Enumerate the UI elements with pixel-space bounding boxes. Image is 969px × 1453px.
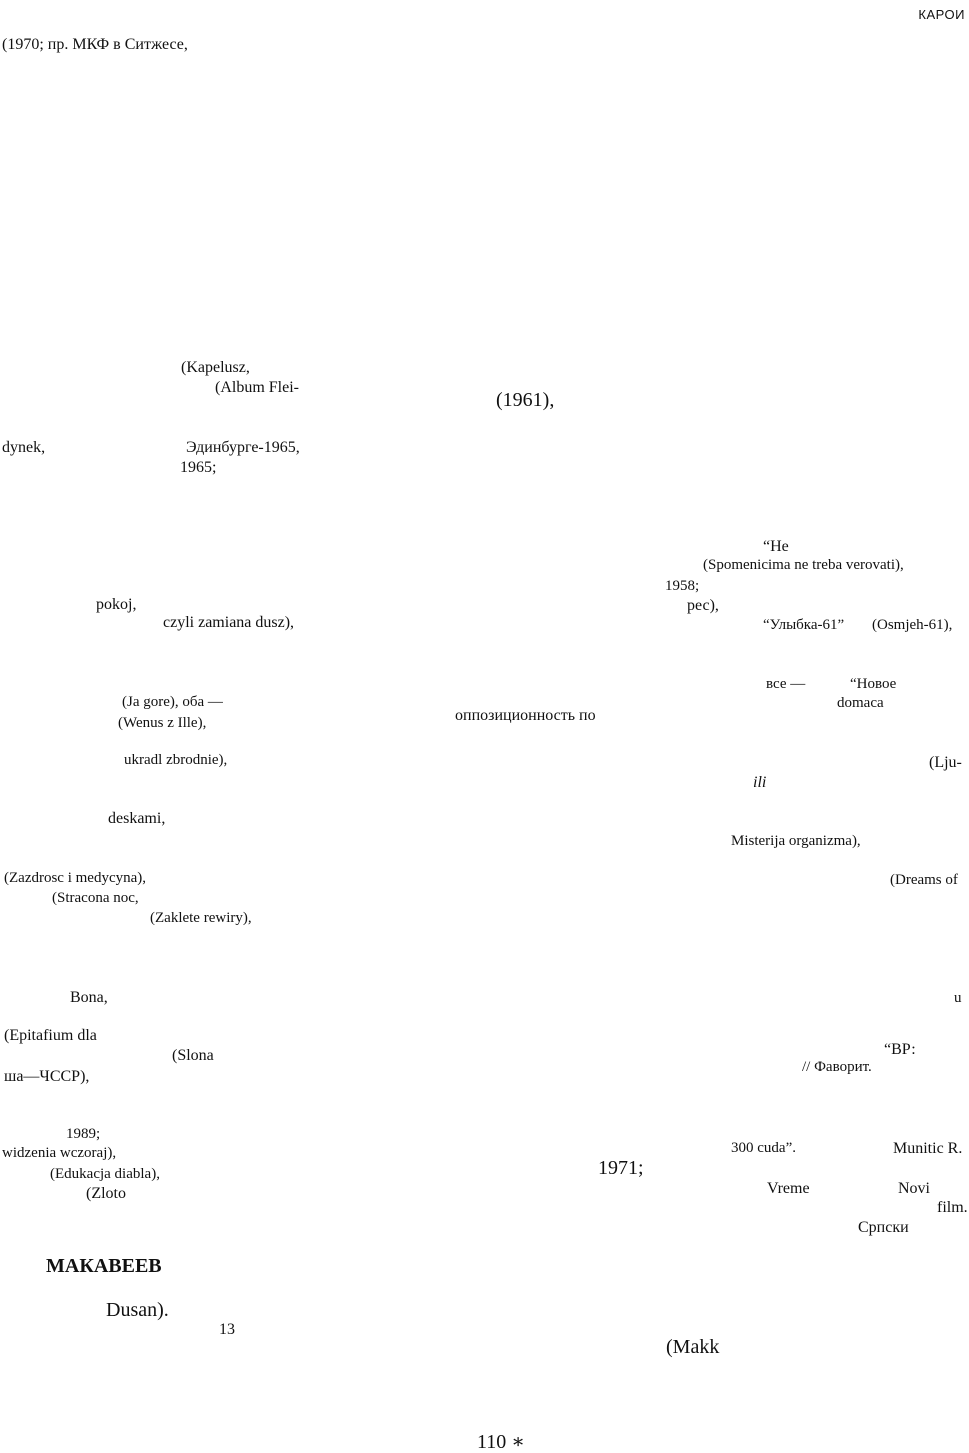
right-text-line: рес), xyxy=(687,597,719,614)
left-text-line: Эдинбурге-1965, xyxy=(186,439,300,456)
left-text-line: ша—ЧССР), xyxy=(4,1068,90,1085)
right-text-line: “ВР: xyxy=(884,1041,916,1058)
left-text-line: (Zaklete rewiry), xyxy=(150,910,252,926)
middle-text-line: оппозиционность по xyxy=(455,707,596,724)
right-text-line: Munitic R. xyxy=(893,1140,963,1157)
right-text-line: ili xyxy=(753,774,767,791)
right-text-line: 1958; xyxy=(665,578,700,594)
left-text-line: (Kapelusz, xyxy=(181,359,250,376)
right-text-line: “Не xyxy=(763,538,789,555)
left-text-line: pokoj, xyxy=(96,596,137,613)
left-text-line: (Ja gore), оба — xyxy=(122,694,223,710)
middle-text-line: 1971; xyxy=(598,1157,644,1179)
left-text-line: Bona, xyxy=(70,989,108,1006)
section-heading: МАКАВЕЕВ xyxy=(46,1255,162,1277)
left-text-line: dynek, xyxy=(2,439,46,456)
left-text-line: (Stracona noc, xyxy=(52,890,139,906)
right-text-line: Misterija organizma), xyxy=(731,833,861,849)
page-number: 110 ∗ xyxy=(477,1431,525,1453)
left-text-line: czyli zamiana dusz), xyxy=(163,614,295,631)
left-text-line: 13 xyxy=(219,1321,235,1338)
right-text-line: “Новое xyxy=(850,676,897,692)
left-text-line: widzenia wczoraj), xyxy=(2,1145,117,1161)
left-text-line: (Edukacja diabla), xyxy=(50,1166,160,1182)
left-text-line: (Zloto xyxy=(86,1185,126,1202)
left-text-line: (Slona xyxy=(172,1047,214,1064)
left-text-line: (Epitafium dla xyxy=(4,1027,97,1044)
right-text-line: u xyxy=(954,990,962,1006)
left-text-line: deskami, xyxy=(108,810,166,827)
left-text-line: Dusan). xyxy=(106,1299,169,1321)
right-text-line: Српски xyxy=(858,1219,909,1236)
right-text-line: (Lju- xyxy=(929,754,962,771)
right-text-line: Vreme xyxy=(767,1180,810,1197)
left-text-line: 1989; xyxy=(66,1126,101,1142)
right-text-line: 300 cuda”. xyxy=(731,1140,796,1156)
right-text-line: Novi xyxy=(898,1180,930,1197)
right-text-line: // Фаворит. xyxy=(802,1059,872,1075)
left-text-line: 1965; xyxy=(180,459,217,476)
right-text-line: (Dreams of xyxy=(890,872,958,888)
running-header: КАРОИ xyxy=(918,7,965,22)
left-text-line: ukradl zbrodnie), xyxy=(124,752,228,768)
right-text-line: “Улыбка-61” xyxy=(763,617,845,633)
middle-text-line: (Makk xyxy=(666,1336,720,1358)
right-text-line: domaca xyxy=(837,695,884,711)
right-text-line: film. xyxy=(937,1199,968,1216)
left-text-line: (Zazdrosc i medycyna), xyxy=(4,870,147,886)
left-text-line: (1970; пр. МКФ в Ситжесе, xyxy=(2,36,188,53)
left-text-line: (Album Flei- xyxy=(215,379,299,396)
right-text-line: (Osmjeh-61), xyxy=(872,617,953,633)
middle-text-line: (1961), xyxy=(496,389,555,411)
right-text-line: (Spomenicima ne treba verovati), xyxy=(703,557,904,573)
right-text-line: все — xyxy=(766,676,806,692)
left-text-line: (Wenus z Ille), xyxy=(118,715,207,731)
